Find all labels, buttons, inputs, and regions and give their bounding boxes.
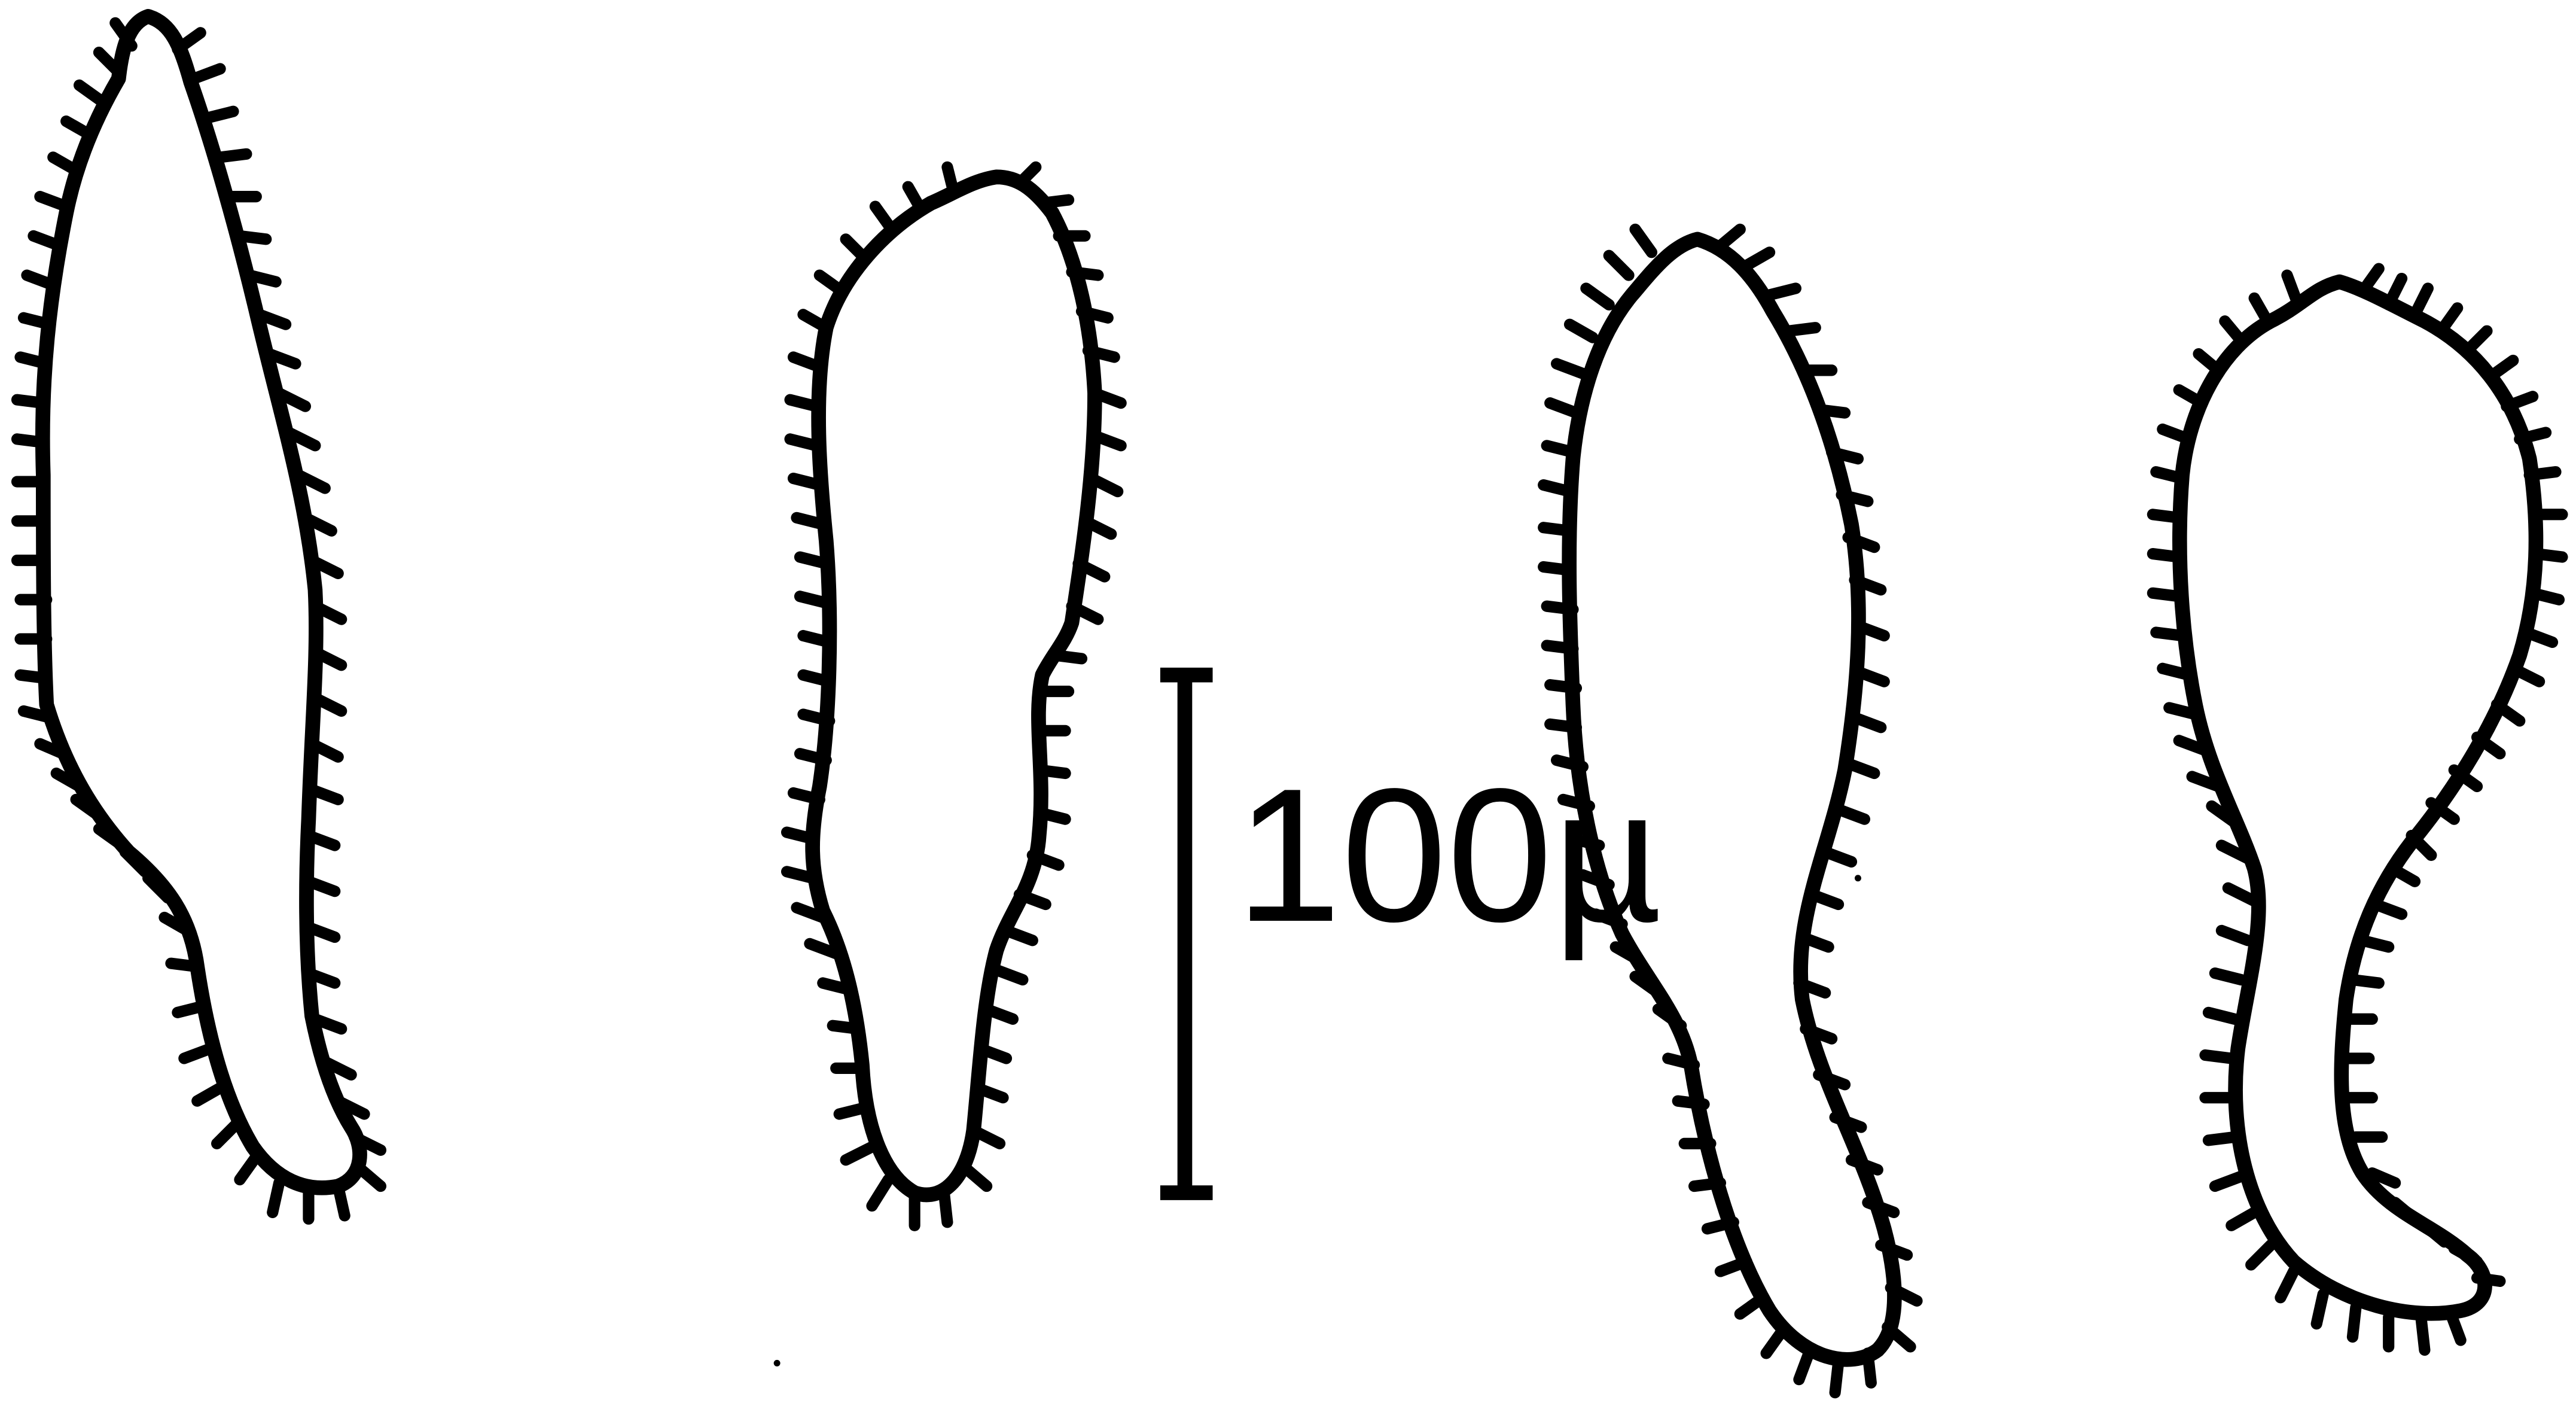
cell-outline-1 xyxy=(17,16,381,1219)
scan-speck xyxy=(774,1360,781,1367)
cell-4-body xyxy=(2179,282,2536,1313)
cell-4-cilia xyxy=(2153,269,2562,1350)
scan-speck xyxy=(1855,875,1861,881)
cell-2-cilia xyxy=(787,167,1121,1225)
scale-bar: 100µ xyxy=(1160,675,1662,1192)
cell-outline-2 xyxy=(787,167,1121,1225)
cell-outline-4 xyxy=(2153,269,2562,1350)
scale-bar-label: 100µ xyxy=(1236,749,1662,962)
